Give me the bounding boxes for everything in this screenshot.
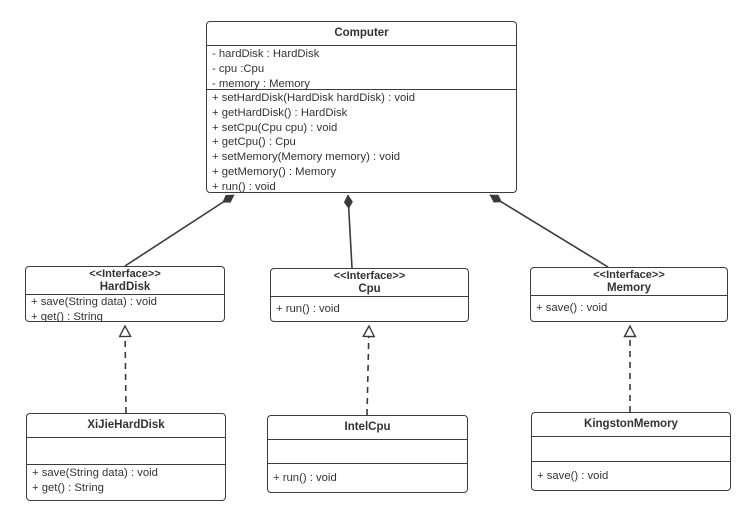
fields-compartment-empty bbox=[27, 437, 225, 464]
interface-title-compartment: <<Interface>> Memory bbox=[531, 268, 727, 295]
class-computer: Computer - hardDisk : HardDisk - cpu :Cp… bbox=[206, 21, 517, 193]
interface-harddisk: <<Interface>> HardDisk + save(String dat… bbox=[25, 266, 225, 322]
class-title-compartment: XiJieHardDisk bbox=[27, 414, 225, 437]
method-row: + run() : void bbox=[212, 180, 276, 192]
interface-memory: <<Interface>> Memory + save() : void bbox=[530, 267, 728, 322]
methods-compartment: + run() : void bbox=[271, 296, 468, 321]
interface-title-compartment: <<Interface>> HardDisk bbox=[26, 267, 224, 294]
class-name: HardDisk bbox=[99, 280, 151, 293]
class-name: XiJieHardDisk bbox=[87, 419, 165, 431]
method-row: + save() : void bbox=[537, 469, 609, 482]
realization-edge-intelcpu-cpu bbox=[367, 326, 369, 416]
class-intelcpu: IntelCpu + run() : void bbox=[267, 415, 468, 493]
method-row: + run() : void bbox=[273, 471, 337, 484]
fields-compartment-empty bbox=[532, 436, 730, 461]
class-name: Computer bbox=[334, 27, 389, 39]
fields-compartment: - hardDisk : HardDisk - cpu :Cpu - memor… bbox=[207, 45, 516, 89]
method-row: + save() : void bbox=[536, 302, 608, 315]
class-title-compartment: Computer bbox=[207, 22, 516, 45]
interface-cpu: <<Interface>> Cpu + run() : void bbox=[270, 268, 469, 322]
composition-edge-computer-cpu bbox=[343, 194, 353, 269]
method-row: + getHardDisk() : HardDisk bbox=[212, 106, 348, 119]
field-row: - cpu :Cpu bbox=[212, 62, 265, 75]
class-title-compartment: IntelCpu bbox=[268, 416, 467, 439]
stereotype-label: <<Interface>> bbox=[593, 268, 665, 281]
class-name: Cpu bbox=[358, 282, 381, 295]
class-name: Memory bbox=[606, 281, 652, 294]
method-row: + save(String data) : void bbox=[31, 296, 157, 308]
class-name: KingstonMemory bbox=[584, 418, 678, 430]
method-row: + setHardDisk(HardDisk hardDisk) : void bbox=[212, 92, 416, 104]
field-row: - hardDisk : HardDisk bbox=[212, 48, 320, 60]
class-xijieharddisk: XiJieHardDisk + save(String data) : void… bbox=[26, 413, 226, 501]
composition-edge-computer-memory bbox=[489, 194, 609, 268]
methods-compartment: + save() : void bbox=[532, 461, 730, 490]
composition-edge-computer-harddisk bbox=[124, 194, 235, 267]
methods-compartment: + save(String data) : void + get() : Str… bbox=[27, 464, 225, 500]
methods-compartment: + setHardDisk(HardDisk hardDisk) : void … bbox=[207, 89, 516, 192]
methods-compartment: + run() : void bbox=[268, 463, 467, 492]
method-row: + run() : void bbox=[276, 302, 340, 315]
stereotype-label: <<Interface>> bbox=[333, 269, 406, 282]
field-row: - memory : Memory bbox=[212, 77, 310, 89]
method-row: + setMemory(Memory memory) : void bbox=[212, 151, 400, 164]
interface-title-compartment: <<Interface>> Cpu bbox=[271, 269, 468, 296]
methods-compartment: + save() : void bbox=[531, 295, 727, 321]
stereotype-label: <<Interface>> bbox=[89, 267, 161, 280]
class-title-compartment: KingstonMemory bbox=[532, 413, 730, 436]
method-row: + get() : String bbox=[32, 481, 104, 494]
method-row: + getCpu() : Cpu bbox=[212, 136, 296, 149]
class-kingstonmemory: KingstonMemory + save() : void bbox=[531, 412, 731, 491]
method-row: + getMemory() : Memory bbox=[212, 165, 336, 178]
class-name: IntelCpu bbox=[344, 421, 391, 433]
realization-edge-xijieharddisk-harddisk bbox=[125, 326, 126, 414]
methods-compartment: + save(String data) : void + get() : Str… bbox=[26, 294, 224, 321]
method-row: + save(String data) : void bbox=[32, 467, 158, 479]
method-row: + setCpu(Cpu cpu) : void bbox=[212, 121, 338, 134]
method-row: + get() : String bbox=[31, 310, 103, 321]
fields-compartment-empty bbox=[268, 439, 467, 463]
